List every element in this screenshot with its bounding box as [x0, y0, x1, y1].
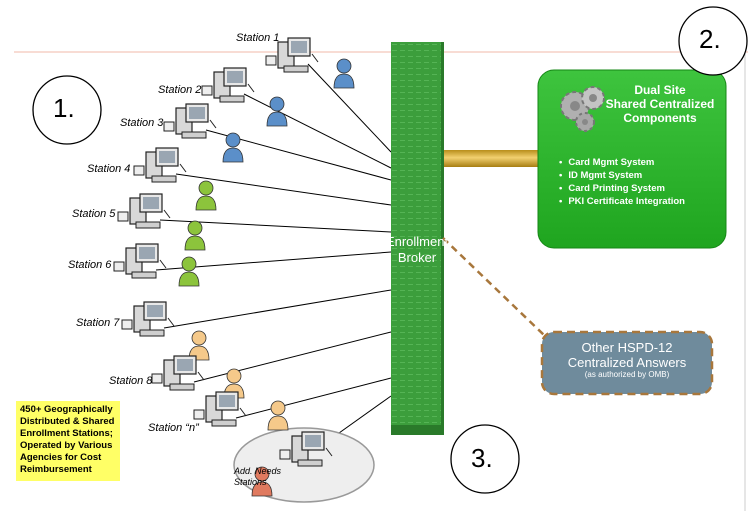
station-link: [235, 377, 392, 419]
callout-circle-2: [678, 6, 748, 76]
station-label-3: Station 3: [120, 117, 164, 129]
station-link: [307, 63, 392, 153]
station-link: [243, 93, 392, 169]
other-line1: Other HSPD-12: [581, 340, 673, 355]
computer-icon: [121, 301, 175, 337]
person-icon: [178, 256, 200, 287]
person-icon: [266, 96, 288, 127]
station-label-2: Station 2: [158, 84, 202, 96]
callout-circle-1: [32, 75, 102, 145]
person-icon: [251, 466, 273, 497]
computer-icon: [201, 67, 255, 103]
computer-icon: [265, 37, 319, 73]
person-icon: [267, 400, 289, 431]
callout-1: 1.: [53, 93, 75, 123]
station-label-7: Station 7: [76, 317, 120, 329]
central-title-line2: Shared Centralized: [605, 97, 715, 111]
broker-connector-pipe: [444, 150, 542, 167]
broker-label-line2: Broker: [397, 250, 437, 265]
computer-icon: [117, 193, 171, 229]
central-item: Card Printing System: [559, 182, 724, 195]
gears-icon: [560, 86, 605, 132]
station-label-4: Station 4: [87, 163, 131, 175]
stations: [113, 37, 355, 497]
computer-icon: [151, 355, 205, 391]
add-needs-label: Add. Needs Stations: [234, 466, 282, 487]
other-answers-box: [540, 330, 714, 396]
computer-icon: [113, 243, 167, 279]
station-label-6: Station 6: [68, 259, 112, 271]
callout-2: 2.: [699, 24, 721, 54]
broker-label: Enrollment Broker: [384, 234, 450, 266]
station-link: [193, 331, 392, 383]
central-item: PKI Certificate Integration: [559, 195, 724, 208]
enrollment-broker-pillar: [391, 42, 444, 435]
computer-icon: [133, 147, 187, 183]
computer-icon: [279, 431, 333, 467]
station-label-5: Station 5: [72, 208, 116, 220]
central-title-line3: Components: [623, 111, 697, 125]
central-item: ID Mgmt System: [559, 169, 724, 182]
other-note: (as authorized by OMB): [584, 370, 670, 379]
computer-icon: [193, 391, 247, 427]
person-icon: [333, 58, 355, 89]
central-title-line1: Dual Site: [634, 83, 686, 97]
central-title: Dual Site Shared Centralized Components: [600, 83, 720, 125]
station-label-8: Station 8: [109, 375, 153, 387]
station-label-n: Station “n”: [148, 422, 199, 434]
station-link: [163, 289, 392, 329]
person-icon: [222, 132, 244, 163]
info-box: 450+ Geographically Distributed & Shared…: [16, 401, 120, 481]
other-answers-text: Other HSPD-12 Centralized Answers (as au…: [546, 340, 708, 379]
station-label-1: Station 1: [236, 32, 280, 44]
broker-label-line1: Enrollment: [385, 234, 449, 249]
callout-3: 3.: [471, 443, 493, 473]
central-item: Card Mgmt System: [559, 156, 724, 169]
callout-circle-3: [450, 424, 520, 494]
person-icon: [195, 180, 217, 211]
central-components-list: Card Mgmt System ID Mgmt System Card Pri…: [559, 156, 724, 208]
station-link: [175, 173, 392, 206]
computer-icon: [163, 103, 217, 139]
other-line2: Centralized Answers: [567, 355, 687, 370]
person-icon: [184, 220, 206, 251]
